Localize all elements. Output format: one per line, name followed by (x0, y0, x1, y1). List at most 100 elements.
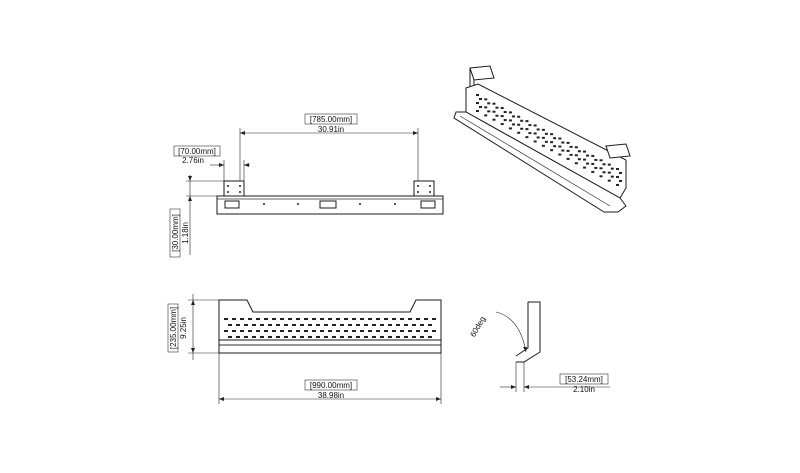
perforation-slot (492, 110, 496, 113)
perforation-slot (400, 318, 404, 320)
perforation-slot (569, 153, 573, 156)
perforation-slot (272, 318, 276, 320)
perforation-slot (332, 324, 336, 326)
perforation-slot (236, 324, 240, 326)
angle-label: 60deg (468, 315, 487, 339)
perforation-slot (420, 336, 424, 338)
perforation-slot (296, 330, 300, 332)
perforation-slot (288, 330, 292, 332)
perforation-slot (288, 318, 292, 320)
perforation-slot (372, 324, 376, 326)
perforation-slot (364, 324, 368, 326)
perforation-slot (616, 176, 619, 178)
perforation-slot (344, 318, 348, 320)
perforation-slot (404, 324, 408, 326)
perforation-slot (544, 140, 548, 143)
top-tray-lip (218, 339, 442, 354)
perforation-slot (328, 318, 332, 320)
perforation-slot (544, 132, 548, 135)
perforation-slot (276, 336, 280, 338)
isometric-view (453, 65, 631, 213)
perforation-slot (396, 324, 400, 326)
perforation-slot (300, 324, 304, 326)
span-in-label: 30.91in (318, 125, 344, 134)
perforation-slot (356, 324, 360, 326)
perforation-slot (352, 330, 356, 332)
perforation-slot (492, 118, 496, 121)
perforation-slot (500, 115, 504, 118)
perforation-slot (553, 137, 557, 140)
perforation-slot (500, 123, 504, 126)
perforation-slot (384, 318, 388, 320)
perforation-slot (344, 330, 348, 332)
perforation-slot (508, 127, 512, 130)
perforation-slot (479, 98, 482, 100)
perforation-slot (328, 330, 332, 332)
perforation-slot (228, 336, 232, 338)
perforation-slot (248, 330, 252, 332)
lip-in-label: 2.10in (573, 385, 595, 394)
front-tray-body (216, 195, 444, 215)
perforation-slot (495, 114, 499, 117)
perforation-slot (380, 336, 384, 338)
perforation-slot (577, 158, 581, 161)
perforation-slot (566, 149, 570, 152)
perforation-slot (292, 336, 296, 338)
perforation-slot (244, 324, 248, 326)
perforation-slot (244, 336, 248, 338)
perforation-slot (424, 318, 428, 320)
perforation-slot (520, 119, 524, 122)
perforation-slot (533, 140, 537, 143)
perforation-slot (336, 330, 340, 332)
perforation-slot (276, 324, 280, 326)
front-bracket-right (413, 180, 435, 197)
perforation-slot (428, 336, 432, 338)
perforation-slot (248, 318, 252, 320)
perforation-slot (372, 336, 376, 338)
perforation-slot (566, 141, 570, 144)
perforation-slot (392, 330, 396, 332)
perforation-slot (487, 110, 491, 113)
perforation-slot (594, 166, 598, 169)
perforation-slot (525, 136, 529, 139)
perforation-slot (416, 318, 420, 320)
perforation-slot (300, 336, 304, 338)
perforation-slot (304, 330, 308, 332)
perforation-slot (610, 167, 614, 170)
perforation-slot (550, 133, 554, 136)
perforation-slot (260, 324, 264, 326)
perforation-slot (240, 330, 244, 332)
lip-mm-label: [53.24mm] (565, 375, 603, 384)
perforation-slot (599, 167, 603, 170)
perforation-slot (368, 330, 372, 332)
perforation-slot (541, 136, 545, 139)
perforation-slot (388, 336, 392, 338)
perforation-slot (533, 132, 537, 135)
iso-tray-lip (453, 111, 627, 213)
perforation-slot (561, 141, 565, 144)
perforation-slot (550, 141, 554, 144)
bracket-height-mm-label: [30.00mm] (171, 214, 180, 252)
perforation-slot (280, 318, 284, 320)
top-tray-outline (218, 299, 442, 346)
depth-mm-label: [235.00mm] (169, 307, 178, 349)
perforation-slot (607, 179, 611, 182)
perforation-slot (320, 318, 324, 320)
perforation-slot (420, 324, 424, 326)
perforation-slot (380, 324, 384, 326)
perforation-slot (607, 163, 611, 166)
perforation-slot (495, 106, 499, 109)
perforation-slot (428, 324, 432, 326)
perforation-slot (574, 162, 578, 165)
perforation-slot (232, 330, 236, 332)
perforation-slot (520, 127, 524, 130)
perforation-slot (308, 324, 312, 326)
perforation-slot (364, 336, 368, 338)
perforation-slot (503, 111, 507, 114)
side-profile (495, 301, 610, 392)
perforation-slot (352, 318, 356, 320)
bracket-width-in-label: 2.76in (182, 156, 204, 165)
perforation-slot (416, 330, 420, 332)
perforation-slot (324, 324, 328, 326)
perforation-slot (260, 336, 264, 338)
